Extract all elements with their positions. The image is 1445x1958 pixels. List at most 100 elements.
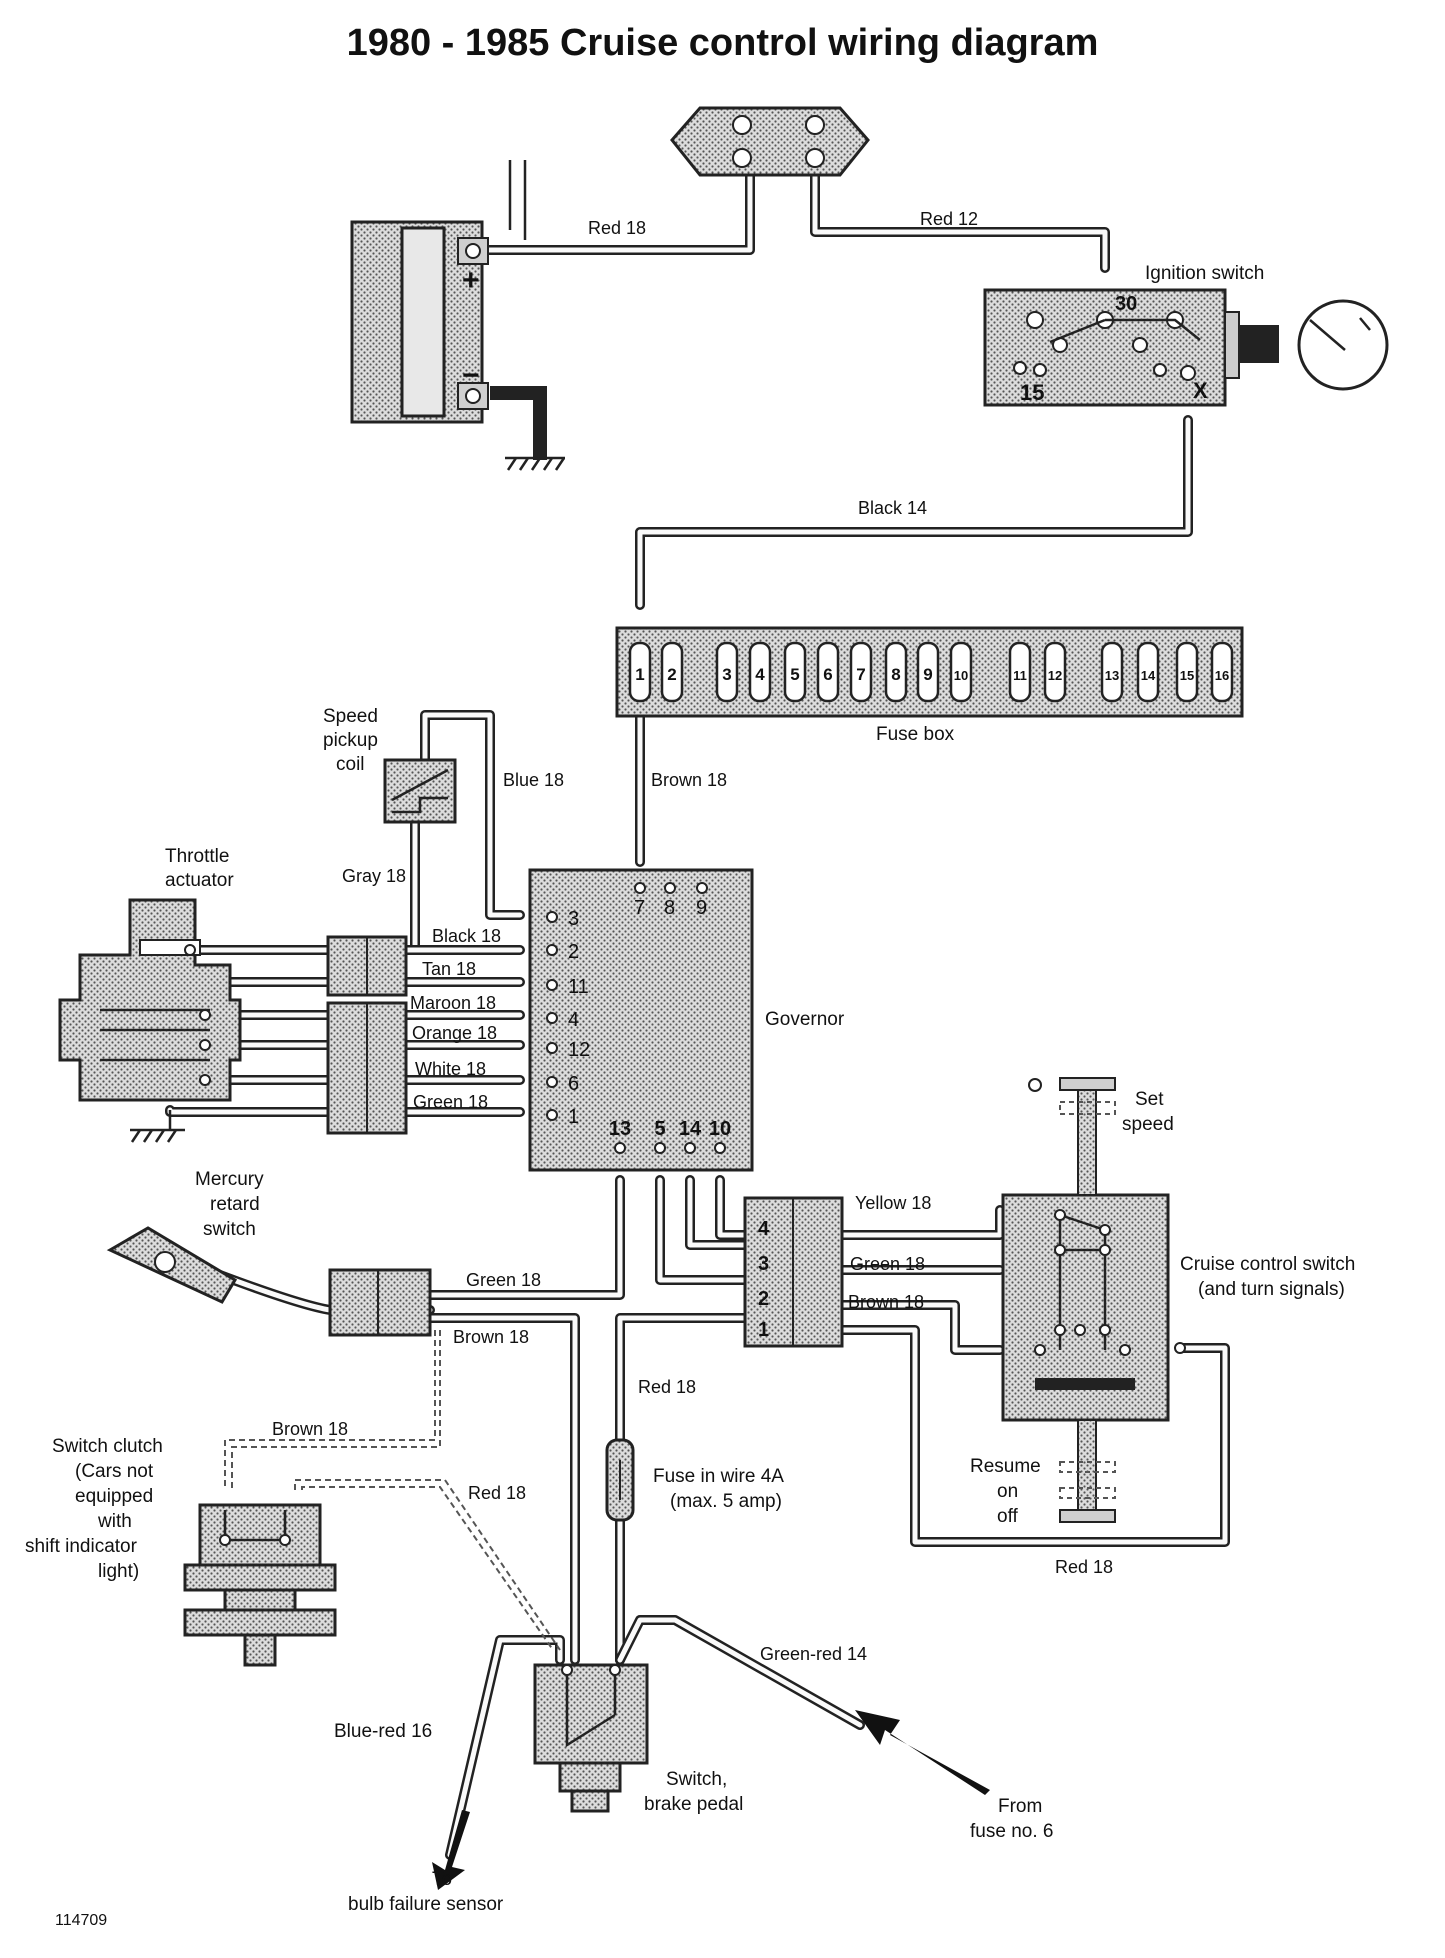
wire-green18-cruise: Green 18 xyxy=(850,1254,925,1274)
fuse-number: 15 xyxy=(1180,668,1194,683)
fuse-number: 16 xyxy=(1215,668,1229,683)
fuse-3: 3 xyxy=(715,641,739,703)
fuse-6: 6 xyxy=(816,641,840,703)
governor-pin-label: 2 xyxy=(568,941,579,963)
governor-pin-3: 3 xyxy=(546,908,579,930)
wire-yellow18: Yellow 18 xyxy=(855,1193,931,1213)
fuse-number: 3 xyxy=(722,665,731,684)
wire-orange18: Orange 18 xyxy=(412,1023,497,1043)
fuse-12: 12 xyxy=(1043,641,1067,703)
governor-pin-7: 7 xyxy=(634,882,646,919)
governor-pin-1: 1 xyxy=(546,1106,579,1128)
fuse-7: 7 xyxy=(849,641,873,703)
ignition-switch-label: Ignition switch xyxy=(1145,263,1264,284)
connector-pin-3: 3 xyxy=(758,1253,769,1275)
cruise-connector: 4 3 2 1 xyxy=(743,1196,844,1348)
wire-green-red14: Green-red 14 xyxy=(760,1644,867,1664)
terminal-x-label: X xyxy=(1193,378,1208,403)
fuse-1: 1 xyxy=(628,641,652,703)
connector-pins: 4 3 2 1 xyxy=(758,1218,770,1341)
fuse-number: 9 xyxy=(923,665,932,684)
governor-left-pins: 3 2 11 4 12 6 1 xyxy=(546,908,590,1128)
wire-maroon18: Maroon 18 xyxy=(410,993,496,1013)
fuse-number: 11 xyxy=(1013,668,1027,683)
governor-pin-12: 12 xyxy=(546,1039,590,1061)
minus-sign: − xyxy=(462,359,480,392)
figure-number: 114709 xyxy=(55,1912,107,1929)
governor-pin-label: 4 xyxy=(568,1009,579,1031)
wire-white18: White 18 xyxy=(415,1059,486,1079)
ignition-switch: 30 15 X Ignition switch xyxy=(983,263,1389,407)
wire-red18-clutch: Red 18 xyxy=(468,1483,526,1503)
governor-pin-2: 2 xyxy=(546,941,579,963)
fuse-9: 9 xyxy=(916,641,940,703)
governor-pin-13: 13 xyxy=(609,1118,631,1154)
governor-pin-label: 1 xyxy=(568,1106,579,1128)
governor-pin-10: 10 xyxy=(709,1118,731,1154)
governor-pin-label: 14 xyxy=(679,1118,702,1140)
cruise-control-switch-label: Cruise control switch(and turn signals) xyxy=(1180,1254,1355,1300)
governor-pin-8: 8 xyxy=(664,882,676,919)
fuse-number: 6 xyxy=(823,665,832,684)
fuse-5: 5 xyxy=(783,641,807,703)
fuse-14: 14 xyxy=(1136,641,1160,703)
governor-pin-9: 9 xyxy=(696,882,708,919)
governor-pin-label: 10 xyxy=(709,1118,731,1140)
governor-pin-6: 6 xyxy=(546,1073,579,1095)
wire-black18: Black 18 xyxy=(432,926,501,946)
fuse-number: 8 xyxy=(891,665,900,684)
wire-brown18-top: Brown 18 xyxy=(651,770,727,790)
governor-pin-label: 11 xyxy=(568,976,589,998)
governor-pin-11: 11 xyxy=(546,976,589,998)
fuse-number: 7 xyxy=(856,665,865,684)
fuse-number: 1 xyxy=(635,665,644,684)
fuse-4: 4 xyxy=(748,641,772,703)
governor-pin-label: 7 xyxy=(634,897,645,919)
terminal-30-label: 30 xyxy=(1115,293,1137,315)
wire-green18-mercury: Green 18 xyxy=(466,1270,541,1290)
governor-pin-label: 9 xyxy=(696,897,707,919)
connector-pin-2: 2 xyxy=(758,1288,769,1310)
wire-brown18-mercury: Brown 18 xyxy=(453,1327,529,1347)
fuse-number: 14 xyxy=(1141,668,1156,683)
plus-sign: + xyxy=(462,264,480,297)
wire-red18-mid: Red 18 xyxy=(638,1377,696,1397)
wire-tan18: Tan 18 xyxy=(422,959,476,979)
wire-red18-top: Red 18 xyxy=(588,218,646,238)
wire-black14: Black 14 xyxy=(858,498,927,518)
wire-red18-bottom: Red 18 xyxy=(1055,1557,1113,1577)
governor-label: Governor xyxy=(765,1009,845,1030)
wire-labels: Red 18 Red 12 Black 14 Blue 18 Brown 18 … xyxy=(272,209,1113,1742)
fuse-number: 5 xyxy=(790,665,799,684)
fuse-box-label: Fuse box xyxy=(876,724,955,745)
wire-blue18: Blue 18 xyxy=(503,770,564,790)
governor-pin-label: 3 xyxy=(568,908,579,930)
fuse-number: 13 xyxy=(1105,668,1119,683)
governor-pin-4: 4 xyxy=(546,1009,579,1031)
terminal-15-label: 15 xyxy=(1020,380,1044,405)
page-title: 1980 - 1985 Cruise control wiring diagra… xyxy=(346,22,1099,64)
junction-block xyxy=(670,106,870,177)
brake-pedal-switch-label: Switch,brake pedal xyxy=(644,1769,743,1815)
governor-pin-label: 8 xyxy=(664,897,675,919)
governor-pin-14: 14 xyxy=(679,1118,702,1154)
connector-pin-4: 4 xyxy=(758,1218,770,1240)
wire-brown18-clutch: Brown 18 xyxy=(272,1419,348,1439)
fuse-16: 16 xyxy=(1210,641,1234,703)
connector-pin-1: 1 xyxy=(758,1319,769,1341)
